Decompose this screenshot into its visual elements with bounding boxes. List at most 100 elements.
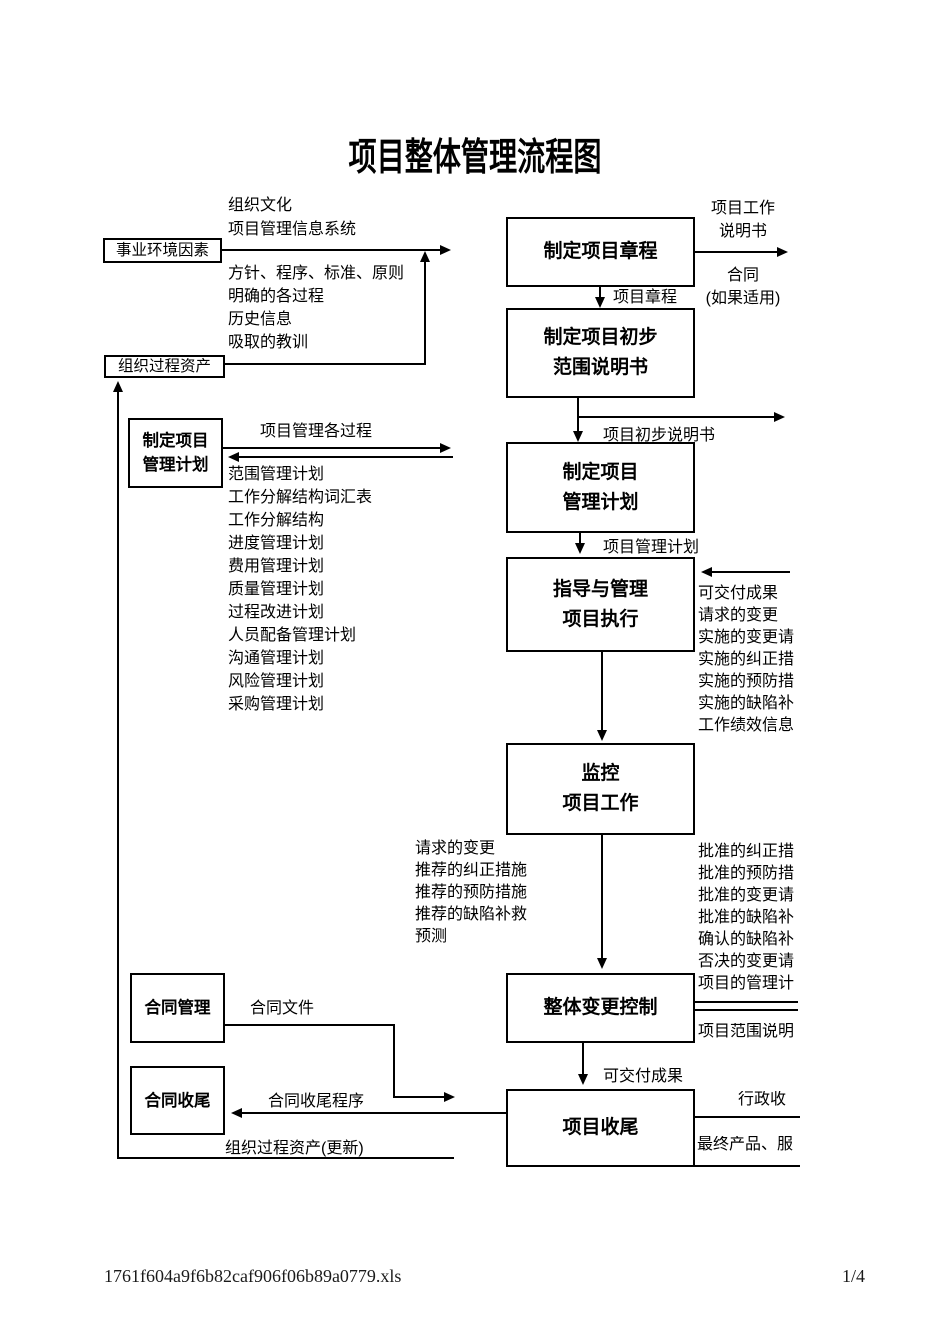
node-contract-closure: 合同收尾 bbox=[130, 1066, 225, 1135]
node-organizational-process-assets: 组织过程资产 bbox=[104, 355, 225, 378]
list-item: 费用管理计划 bbox=[228, 558, 325, 575]
label-contract-closure-procedure: 合同收尾程序 bbox=[268, 1093, 365, 1110]
arrow-head bbox=[578, 1074, 588, 1085]
list-item: 采购管理计划 bbox=[228, 696, 325, 713]
connector-line bbox=[393, 1024, 395, 1098]
connector-line bbox=[424, 254, 426, 365]
list-item: 组织文化 bbox=[228, 197, 293, 214]
node-develop-preliminary-scope-statement: 制定项目初步 范围说明书 bbox=[506, 308, 695, 398]
monitor-outputs-right-list: 批准的纠正措 批准的预防措 批准的变更请 批准的缺陷补 确认的缺陷补 否决的变更… bbox=[698, 841, 795, 995]
arrow-head bbox=[774, 412, 785, 422]
execution-outputs-list: 可交付成果 请求的变更 实施的变更请 实施的纠正措 实施的预防措 实施的缺陷补 … bbox=[698, 583, 795, 737]
page-title: 项目整体管理流程图 bbox=[348, 137, 602, 179]
connector-line bbox=[117, 1157, 454, 1159]
list-item: 请求的变更 bbox=[698, 607, 779, 624]
arrow-head bbox=[777, 247, 788, 257]
arrow-head bbox=[228, 452, 239, 462]
connector-line bbox=[695, 1165, 800, 1167]
label-contract-documents: 合同文件 bbox=[250, 1000, 315, 1017]
eef-inputs-bottom-list: 方针、程序、标准、原则 明确的各过程 历史信息 吸取的教训 bbox=[228, 262, 404, 354]
connector-line bbox=[393, 1096, 445, 1098]
connector-line bbox=[117, 384, 119, 1159]
label-preliminary-scope-statement: 项目初步说明书 bbox=[603, 427, 716, 444]
arrow-head bbox=[113, 381, 123, 392]
footer-filename: 1761f604a9f6b82caf906f06b89a0779.xls bbox=[104, 1266, 402, 1286]
label-opa-updates: 组织过程资产(更新) bbox=[225, 1140, 364, 1157]
footer-page-number: 1/4 bbox=[842, 1266, 866, 1286]
node-direct-manage-execution: 指导与管理 项目执行 bbox=[506, 557, 695, 652]
monitor-outputs-left-list: 请求的变更 推荐的纠正措施 推荐的预防措施 推荐的缺陷补救 预测 bbox=[415, 838, 527, 948]
list-item: 沟通管理计划 bbox=[228, 650, 325, 667]
list-item: 项目管理信息系统 bbox=[228, 221, 357, 238]
node-enterprise-environmental-factors: 事业环境因素 bbox=[103, 238, 222, 263]
list-item: 明确的各过程 bbox=[228, 288, 325, 305]
list-item: 批准的缺陷补 bbox=[698, 909, 795, 926]
list-item: 项目的管理计 bbox=[698, 975, 795, 992]
label-statement-of-work: 项目工作 说明书 bbox=[710, 200, 775, 240]
label-administrative-closure: 行政收 bbox=[738, 1091, 787, 1108]
list-item: 确认的缺陷补 bbox=[698, 931, 795, 948]
list-item: 人员配备管理计划 bbox=[228, 627, 357, 644]
connector-line bbox=[225, 1024, 395, 1026]
connector-line bbox=[695, 1009, 798, 1011]
list-item: 方针、程序、标准、原则 bbox=[228, 265, 405, 282]
node-develop-pm-plan-left: 制定项目 管理计划 bbox=[128, 418, 223, 488]
list-item: 质量管理计划 bbox=[228, 581, 325, 598]
label-deliverables: 可交付成果 bbox=[603, 1068, 684, 1085]
arrow-head bbox=[701, 567, 712, 577]
connector-line bbox=[239, 456, 453, 458]
node-develop-project-charter: 制定项目章程 bbox=[506, 217, 695, 287]
connector-line bbox=[225, 363, 426, 365]
connector-line bbox=[695, 1001, 798, 1003]
list-item: 吸取的教训 bbox=[228, 334, 309, 351]
label-project-charter: 项目章程 bbox=[613, 289, 678, 306]
list-item: 预测 bbox=[415, 928, 448, 945]
node-close-project: 项目收尾 bbox=[506, 1089, 695, 1167]
list-item: 推荐的预防措施 bbox=[415, 884, 528, 901]
node-contract-administration: 合同管理 bbox=[130, 973, 225, 1043]
connector-line bbox=[599, 287, 601, 299]
arrow-head bbox=[575, 543, 585, 554]
list-item: 工作分解结构词汇表 bbox=[228, 489, 373, 506]
list-item: 可交付成果 bbox=[698, 585, 779, 602]
list-item: 工作绩效信息 bbox=[698, 717, 795, 734]
connector-line bbox=[695, 251, 779, 253]
label-pm-plan: 项目管理计划 bbox=[603, 539, 700, 556]
arrow-head bbox=[595, 297, 605, 308]
connector-line bbox=[601, 652, 603, 731]
list-item: 请求的变更 bbox=[415, 840, 496, 857]
eef-inputs-top-list: 组织文化 项目管理信息系统 bbox=[228, 194, 356, 242]
label-contract-if-applicable: 合同 (如果适用) bbox=[705, 267, 781, 307]
connector-line bbox=[221, 249, 441, 251]
arrow-head bbox=[420, 251, 430, 262]
connector-line bbox=[579, 533, 581, 544]
node-integrated-change-control: 整体变更控制 bbox=[506, 973, 695, 1043]
arrow-head bbox=[573, 431, 583, 442]
list-item: 推荐的纠正措施 bbox=[415, 862, 528, 879]
list-item: 批准的变更请 bbox=[698, 887, 795, 904]
list-item: 工作分解结构 bbox=[228, 512, 325, 529]
connector-line bbox=[577, 398, 579, 432]
arrow-head bbox=[440, 443, 451, 453]
connector-line bbox=[223, 447, 441, 449]
list-item: 实施的变更请 bbox=[698, 629, 795, 646]
list-item: 批准的纠正措 bbox=[698, 843, 795, 860]
pm-plan-components-list: 范围管理计划 工作分解结构词汇表 工作分解结构 进度管理计划 费用管理计划 质量… bbox=[228, 463, 372, 716]
list-item: 过程改进计划 bbox=[228, 604, 325, 621]
arrow-head bbox=[231, 1108, 242, 1118]
connector-line bbox=[240, 1112, 506, 1114]
node-develop-pm-plan: 制定项目 管理计划 bbox=[506, 442, 695, 533]
list-item: 推荐的缺陷补救 bbox=[415, 906, 528, 923]
node-monitor-control-work: 监控 项目工作 bbox=[506, 743, 695, 835]
arrow-head bbox=[597, 958, 607, 969]
label-scope-statement: 项目范围说明 bbox=[698, 1023, 795, 1040]
list-item: 实施的预防措 bbox=[698, 673, 795, 690]
list-item: 范围管理计划 bbox=[228, 466, 325, 483]
arrow-head bbox=[440, 245, 451, 255]
list-item: 否决的变更请 bbox=[698, 953, 795, 970]
list-item: 实施的纠正措 bbox=[698, 651, 795, 668]
list-item: 进度管理计划 bbox=[228, 535, 325, 552]
connector-line bbox=[695, 1116, 800, 1118]
list-item: 实施的缺陷补 bbox=[698, 695, 795, 712]
